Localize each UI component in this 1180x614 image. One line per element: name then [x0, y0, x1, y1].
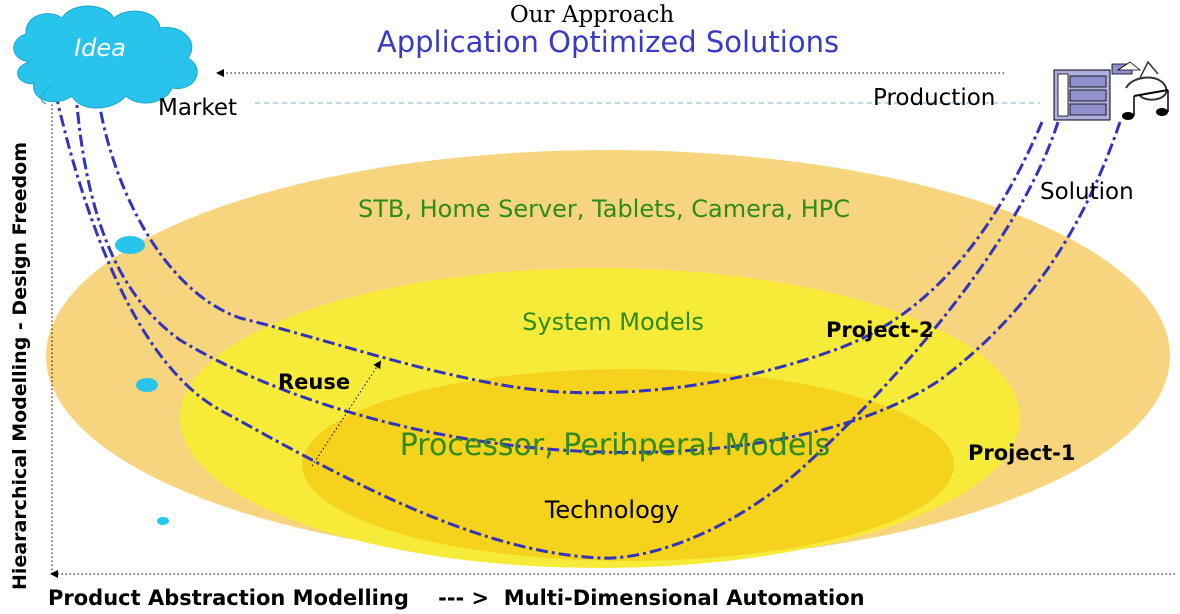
project-path-middle [59, 69, 1122, 454]
reuse-arrow [311, 360, 382, 467]
film-music-production-icon [1053, 60, 1169, 121]
reuse-label: Reuse [278, 370, 350, 394]
page-title: Application Optimized Solutions [377, 25, 839, 59]
solution-label: Solution [1040, 179, 1134, 205]
production-label: Production [873, 85, 995, 111]
technology-label: Technology [544, 496, 679, 524]
y-axis-label: Hieararchical Modelling - Design Freedom [9, 142, 31, 590]
step-marker-3 [157, 517, 169, 525]
idea-label: Idea [74, 34, 126, 62]
x-axis-label: Product Abstraction Modelling --- > Mult… [48, 586, 865, 610]
project-1-label: Project-1 [968, 441, 1075, 465]
page-subtitle: Our Approach [510, 2, 674, 28]
inner-ellipse [302, 369, 954, 561]
step-marker-2 [136, 378, 158, 392]
middle-ellipse-label: System Models [522, 308, 704, 336]
project-path-inner [79, 69, 1044, 395]
step-marker-1 [115, 236, 145, 254]
idea-cloud-icon [13, 5, 198, 109]
outer-ellipse-label: STB, Home Server, Tablets, Camera, HPC [358, 195, 850, 223]
inner-ellipse-label: Processor, Perihperal Models [400, 428, 831, 463]
project-path-outer [36, 68, 1060, 560]
project-2-label: Project-2 [826, 318, 933, 342]
market-label: Market [158, 95, 237, 121]
